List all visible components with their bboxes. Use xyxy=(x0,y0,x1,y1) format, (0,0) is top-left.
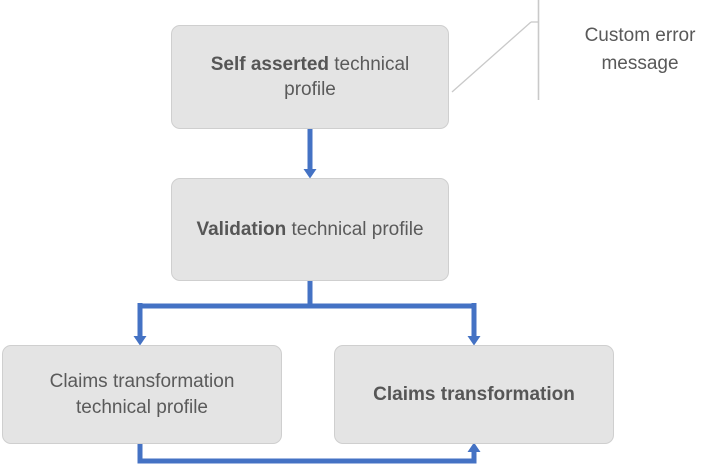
node-self-asserted-technical-profile[interactable]: Self asserted technical profile xyxy=(171,25,449,129)
callout-line-1: Custom error xyxy=(584,25,696,46)
node-claims-tr-bold-text: Claims transformation xyxy=(373,383,575,405)
callout-line-2: message xyxy=(601,52,679,74)
node-claims-tp-regular-text: Claims transformation technical profile xyxy=(49,371,235,418)
connector-claims-tp-to-claims-transformation xyxy=(137,442,481,464)
node-validation-bold-text: Validation xyxy=(196,218,287,240)
connector-self-asserted-to-validation xyxy=(303,129,317,179)
callout-diagonal-line xyxy=(451,21,532,93)
callout-custom-error-message: Custom error message xyxy=(556,22,724,77)
connector-validation-split xyxy=(133,281,481,346)
node-claims-tp-label: Claims transformation technical profile xyxy=(17,369,267,419)
node-claims-tr-label: Claims transformation xyxy=(349,382,599,407)
node-self-asserted-regular-text: technical profile xyxy=(284,53,410,100)
node-claims-transformation-technical-profile[interactable]: Claims transformation technical profile xyxy=(2,345,282,444)
node-validation-technical-profile[interactable]: Validation technical profile xyxy=(171,178,449,281)
node-self-asserted-label: Self asserted technical profile xyxy=(186,52,434,102)
node-validation-regular-text: technical profile xyxy=(286,218,424,240)
node-claims-transformation[interactable]: Claims transformation xyxy=(334,345,614,444)
node-self-asserted-bold-text: Self asserted xyxy=(210,53,329,75)
node-validation-label: Validation technical profile xyxy=(186,217,434,242)
